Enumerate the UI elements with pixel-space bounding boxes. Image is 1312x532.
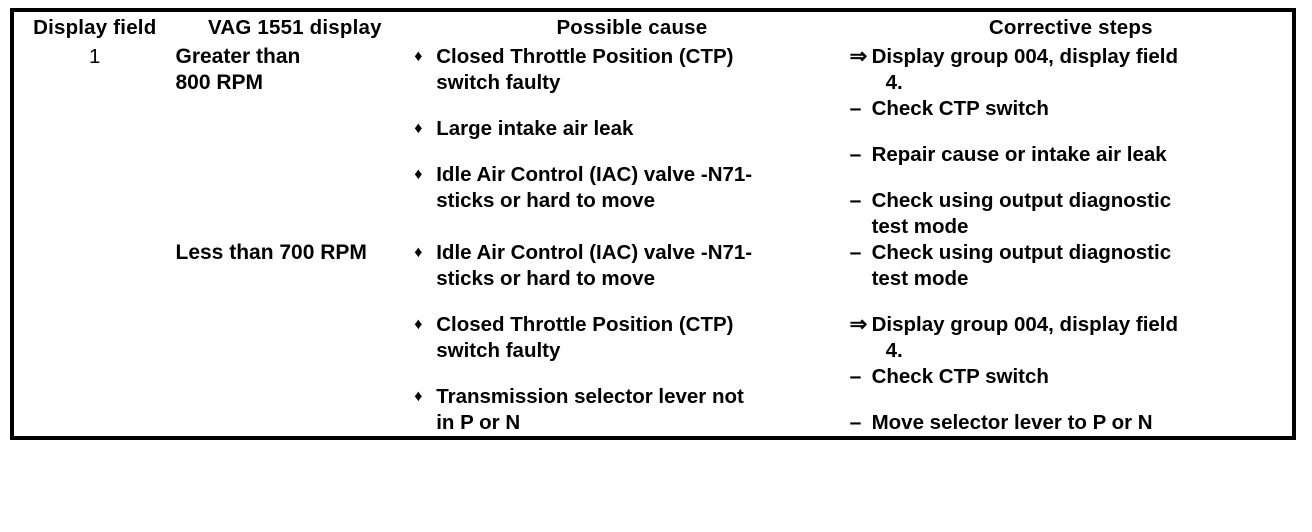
- steps-list-row1: ⇒ Display group 004, display field 4. – …: [850, 44, 1292, 240]
- list-item: ⇒ Display group 004, display field 4.: [850, 312, 1292, 364]
- dash-bullet-icon: –: [849, 411, 862, 434]
- list-item: ♦ Idle Air Control (IAC) valve -N71- sti…: [414, 240, 849, 292]
- cause-text-line-2: sticks or hard to move: [436, 267, 655, 290]
- step-text-line-1: Check CTP switch: [871, 365, 1049, 388]
- steps-list-row2: – Check using output diagnostic test mod…: [850, 240, 1292, 436]
- dash-bullet-icon: –: [849, 365, 862, 388]
- list-item: ♦ Closed Throttle Position (CTP) switch …: [414, 44, 849, 96]
- cause-text-line-2: switch faulty: [436, 71, 561, 94]
- step-text-line-1: Check using output diagnostic: [871, 241, 1172, 264]
- cause-text-line-2: sticks or hard to move: [436, 189, 655, 212]
- column-header-vag-display: VAG 1551 display: [207, 16, 382, 39]
- step-text-line-2: 4.: [885, 339, 903, 362]
- list-item: ♦ Idle Air Control (IAC) valve -N71- sti…: [414, 162, 849, 214]
- vag-display-line-1: Greater than: [175, 45, 301, 68]
- table-body: 1 Greater than 800 RPM ♦ Closed Throttle…: [12, 44, 1294, 438]
- dash-bullet-icon: –: [849, 97, 862, 120]
- table-header-row: Display field VAG 1551 display Possible …: [12, 10, 1294, 44]
- cell-corrective-steps-row1: ⇒ Display group 004, display field 4. – …: [850, 44, 1294, 240]
- list-item: ⇒ Display group 004, display field 4.: [850, 44, 1292, 96]
- diamond-bullet-icon: ♦: [414, 316, 423, 333]
- list-item: – Check using output diagnostic test mod…: [850, 240, 1292, 292]
- cell-vag-display-row1: Greater than 800 RPM: [176, 44, 415, 240]
- cell-vag-display-row2: Less than 700 RPM: [176, 240, 415, 438]
- list-item: – Repair cause or intake air leak: [850, 142, 1292, 168]
- diamond-bullet-icon: ♦: [414, 388, 423, 405]
- step-text-line-1: Display group 004, display field: [871, 45, 1179, 68]
- column-header-corrective-steps: Corrective steps: [988, 16, 1153, 39]
- list-item: – Check CTP switch: [850, 364, 1292, 390]
- step-text-line-1: Move selector lever to P or N: [871, 411, 1153, 434]
- double-arrow-icon: ⇒: [849, 313, 868, 336]
- dash-bullet-icon: –: [849, 189, 862, 212]
- cell-display-field-value: 1: [89, 45, 101, 68]
- table-row: 1 Greater than 800 RPM ♦ Closed Throttle…: [12, 44, 1294, 240]
- table-header: Display field VAG 1551 display Possible …: [12, 10, 1294, 44]
- step-text-line-2: test mode: [871, 215, 969, 238]
- diamond-bullet-icon: ♦: [414, 48, 423, 65]
- step-text-line-1: Check CTP switch: [871, 97, 1049, 120]
- cause-text-line-2: switch faulty: [436, 339, 561, 362]
- diagnostic-table: Display field VAG 1551 display Possible …: [10, 8, 1296, 440]
- double-arrow-icon: ⇒: [849, 45, 868, 68]
- list-item: – Move selector lever to P or N: [850, 410, 1292, 436]
- cell-possible-cause-row1: ♦ Closed Throttle Position (CTP) switch …: [414, 44, 849, 240]
- step-text-line-1: Display group 004, display field: [871, 313, 1179, 336]
- list-item: – Check using output diagnostic test mod…: [850, 188, 1292, 240]
- list-item: ♦ Large intake air leak: [414, 116, 849, 142]
- step-text-line-1: Repair cause or intake air leak: [871, 143, 1167, 166]
- cause-text-line-1: Closed Throttle Position (CTP): [436, 313, 734, 336]
- list-item: ♦ Closed Throttle Position (CTP) switch …: [414, 312, 849, 364]
- cause-text-line-1: Closed Throttle Position (CTP): [436, 45, 734, 68]
- cause-text-line-2: in P or N: [436, 411, 521, 434]
- diamond-bullet-icon: ♦: [414, 244, 423, 261]
- dash-bullet-icon: –: [849, 143, 862, 166]
- vag-display-line-1: Less than 700 RPM: [175, 241, 367, 264]
- list-item: – Check CTP switch: [850, 96, 1292, 122]
- step-text-line-2: 4.: [885, 71, 903, 94]
- list-item: ♦ Transmission selector lever not in P o…: [414, 384, 849, 436]
- step-text-line-1: Check using output diagnostic: [871, 189, 1172, 212]
- diamond-bullet-icon: ♦: [414, 120, 423, 137]
- cause-text-line-1: Large intake air leak: [436, 117, 634, 140]
- cause-list-row2: ♦ Idle Air Control (IAC) valve -N71- sti…: [414, 240, 849, 436]
- cause-text-line-1: Transmission selector lever not: [436, 385, 744, 408]
- cause-text-line-1: Idle Air Control (IAC) valve -N71-: [436, 163, 753, 186]
- table-row: Less than 700 RPM ♦ Idle Air Control (IA…: [12, 240, 1294, 438]
- cause-list-row1: ♦ Closed Throttle Position (CTP) switch …: [414, 44, 849, 214]
- vag-display-line-2: 800 RPM: [175, 71, 264, 94]
- cause-text-line-1: Idle Air Control (IAC) valve -N71-: [436, 241, 753, 264]
- diamond-bullet-icon: ♦: [414, 166, 423, 183]
- cell-corrective-steps-row2: – Check using output diagnostic test mod…: [850, 240, 1294, 438]
- step-text-line-2: test mode: [871, 267, 969, 290]
- dash-bullet-icon: –: [849, 241, 862, 264]
- column-header-display-field: Display field: [33, 16, 157, 39]
- column-header-possible-cause: Possible cause: [556, 16, 708, 39]
- cell-possible-cause-row2: ♦ Idle Air Control (IAC) valve -N71- sti…: [414, 240, 849, 438]
